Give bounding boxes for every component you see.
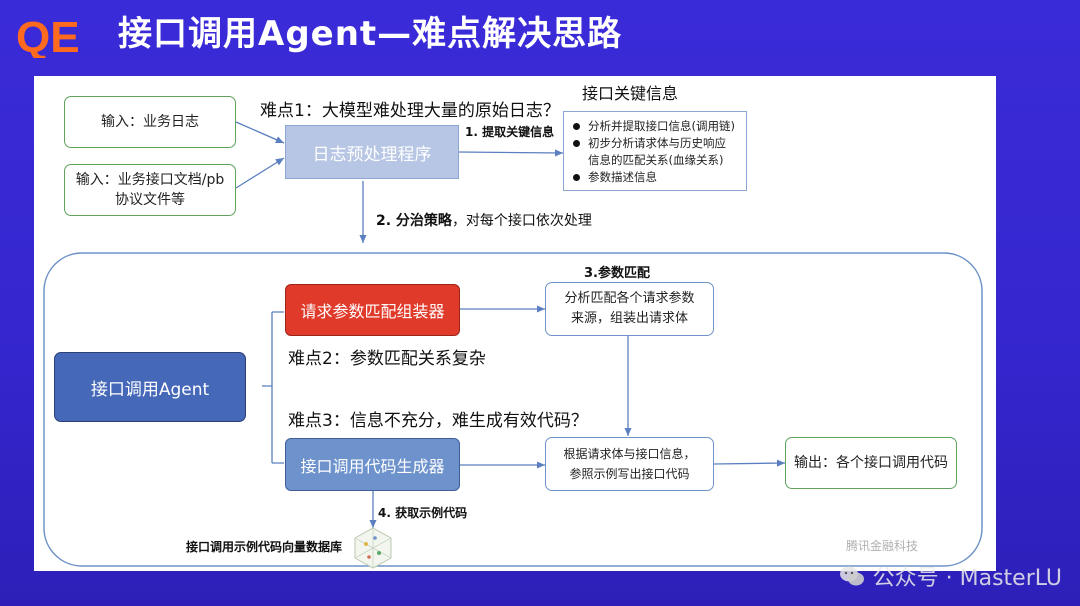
arrow-docs-to-preprocess	[235, 157, 285, 189]
input-docs-box: 输入：业务接口文档/pb 协议文件等	[64, 164, 236, 216]
logo-text: QE	[16, 13, 80, 58]
watermark-brand: 腾讯金融科技	[846, 539, 919, 553]
difficulty-1: 难点1：大模型难处理大量的原始日志？	[260, 101, 560, 121]
matcher-label: 请求参数匹配组装器	[300, 302, 445, 321]
generator-label: 接口调用代码生成器	[300, 456, 445, 476]
step-1-label: 1. 提取关键信息	[465, 125, 555, 139]
matcher-node: 请求参数匹配组装器	[285, 284, 460, 336]
database-label: 接口调用示例代码向量数据库	[186, 540, 343, 554]
key-info-item: 参数描述信息	[568, 169, 742, 186]
agent-bracket	[262, 311, 284, 464]
difficulty-3: 难点3：信息不充分，难生成有效代码？	[288, 411, 588, 431]
arrow-desc-to-output	[713, 459, 786, 467]
step-4-label: 4. 获取示例代码	[378, 506, 468, 520]
key-info-box: 分析并提取接口信息(调用链) 初步分析请求体与历史响应 信息的匹配关系(血缘关系…	[563, 111, 747, 191]
agent-label: 接口调用Agent	[90, 379, 210, 400]
gen-desc-line2: 参照示例写出接口代码	[569, 467, 690, 481]
wechat-icon	[839, 566, 864, 586]
generator-node: 接口调用代码生成器	[285, 438, 460, 491]
input-docs-line1: 输入：业务接口文档/pb	[75, 172, 225, 188]
key-info-item-continued: 信息的匹配关系(血缘关系)	[588, 153, 724, 167]
watermark-account: 公众号 · MasterLU	[872, 566, 1062, 591]
match-desc-box: 分析匹配各个请求参数 来源，组装出请求体	[545, 282, 714, 336]
preprocess-label: 日志预处理程序	[312, 144, 432, 165]
page-title: 接口调用Agent—难点解决思路	[118, 14, 623, 54]
qe-logo: QE	[16, 13, 80, 58]
step-2-rest: ，对每个接口依次处理	[451, 213, 592, 229]
difficulty-2: 难点2：参数匹配关系复杂	[288, 349, 486, 369]
gen-desc-line1: 根据请求体与接口信息，	[563, 447, 696, 461]
arrow-logs-to-preprocess	[235, 121, 285, 144]
step-3-label: 3.参数匹配	[584, 266, 650, 281]
vector-db-icon	[354, 527, 392, 569]
arrow-preprocess-to-keyinfo	[458, 149, 564, 157]
gen-desc-box: 根据请求体与接口信息， 参照示例写出接口代码	[545, 437, 714, 491]
watermark: 公众号 · MasterLU	[839, 560, 1062, 592]
output-box: 输出：各个接口调用代码	[785, 437, 957, 489]
agent-container	[43, 252, 983, 567]
key-info-title: 接口关键信息	[582, 84, 679, 103]
input-docs-line2: 协议文件等	[115, 192, 185, 208]
step-2-label: 2. 分治策略，对每个接口依次处理	[376, 210, 592, 230]
key-info-item: 初步分析请求体与历史响应	[568, 135, 742, 152]
step-2-bold: 2. 分治策略	[376, 213, 452, 229]
preprocess-node: 日志预处理程序	[285, 125, 459, 179]
agent-node: 接口调用Agent	[54, 352, 246, 422]
key-info-item: 分析并提取接口信息(调用链)	[568, 118, 742, 135]
input-logs-box: 输入：业务日志	[64, 96, 236, 148]
input-logs-label: 输入：业务日志	[101, 114, 199, 130]
match-desc-line2: 来源，组装出请求体	[570, 311, 688, 326]
output-label: 输出：各个接口调用代码	[794, 455, 948, 471]
match-desc-line1: 分析匹配各个请求参数	[564, 291, 695, 306]
